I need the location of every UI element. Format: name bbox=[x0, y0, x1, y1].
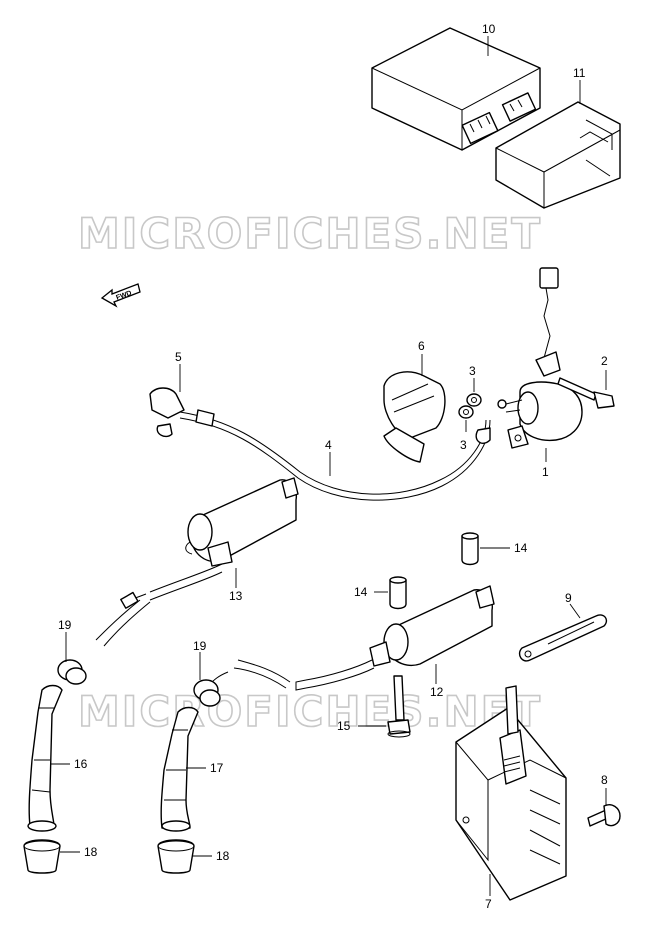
watermark-top: MICROFICHES.NET bbox=[78, 209, 542, 258]
callout-7: 7 bbox=[485, 897, 492, 911]
nut-part-3-lower bbox=[458, 405, 474, 419]
boot-assembly-middle bbox=[157, 679, 221, 874]
callout-5: 5 bbox=[175, 350, 182, 364]
forward-arrow-icon: FWD bbox=[100, 283, 141, 308]
boot-assembly-left bbox=[23, 659, 87, 874]
starter-cable-part-4 bbox=[149, 387, 491, 501]
callout-16: 16 bbox=[74, 757, 88, 771]
callout-12: 12 bbox=[430, 685, 444, 699]
callout-2: 2 bbox=[601, 354, 608, 368]
cdi-unit-part-10 bbox=[371, 27, 541, 151]
ignition-coil-part-12 bbox=[295, 585, 495, 691]
spacer-part-14-right bbox=[461, 532, 479, 566]
callout-14-left: 14 bbox=[354, 585, 368, 599]
callout-1: 1 bbox=[542, 465, 549, 479]
callout-18-middle: 18 bbox=[216, 849, 230, 863]
bolt-part-2 bbox=[557, 377, 615, 409]
screw-part-8 bbox=[587, 804, 621, 827]
callout-19-middle: 19 bbox=[193, 639, 207, 653]
plug-cord-left bbox=[95, 591, 151, 647]
bolt-part-15 bbox=[387, 675, 411, 738]
starter-relay-part-1 bbox=[497, 267, 583, 449]
plug-cord-middle bbox=[209, 659, 291, 689]
callout-11: 11 bbox=[573, 66, 586, 80]
callout-15: 15 bbox=[337, 719, 351, 733]
spacer-part-14-left bbox=[389, 576, 407, 610]
callout-3-lower: 3 bbox=[460, 438, 467, 452]
callout-10: 10 bbox=[482, 22, 496, 36]
callout-9: 9 bbox=[565, 591, 572, 605]
callout-14-right: 14 bbox=[514, 541, 528, 555]
terminal-boot-part-6 bbox=[383, 371, 446, 463]
callout-13: 13 bbox=[229, 589, 243, 603]
callout-8: 8 bbox=[601, 773, 608, 787]
callout-17: 17 bbox=[210, 761, 224, 775]
bracket-part-9 bbox=[518, 614, 608, 662]
callout-4: 4 bbox=[325, 438, 332, 452]
regulator-rectifier-part-7 bbox=[455, 685, 567, 901]
callout-18-left: 18 bbox=[84, 845, 98, 859]
watermark-bottom: MICROFICHES.NET bbox=[78, 687, 542, 736]
ignition-coil-part-13 bbox=[149, 477, 299, 601]
callout-6: 6 bbox=[418, 339, 425, 353]
callout-3-upper: 3 bbox=[469, 364, 476, 378]
callout-19-left: 19 bbox=[58, 618, 72, 632]
nut-part-3-upper bbox=[466, 393, 482, 407]
cover-part-11 bbox=[495, 101, 621, 209]
